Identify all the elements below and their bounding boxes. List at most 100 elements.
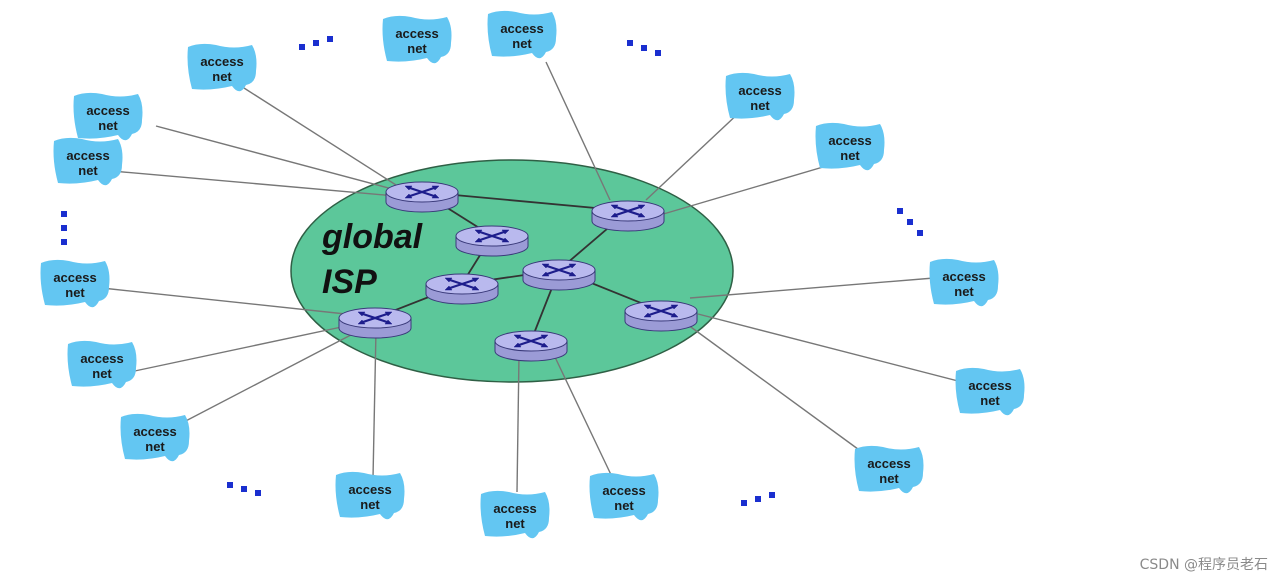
cloud-shape (120, 413, 190, 462)
access-net-label-line1: access (53, 270, 96, 285)
ellipsis-dot (241, 486, 247, 492)
access-net-label-line1: access (602, 483, 645, 498)
access-net-label-line1: access (66, 148, 109, 163)
access-net-label-line2: net (980, 393, 1000, 408)
ellipsis-dot (917, 230, 923, 236)
router-icon (494, 330, 568, 362)
ellipsis-dot-group (897, 208, 923, 236)
link-line (129, 321, 366, 373)
link-line (372, 329, 377, 479)
access-net-label-line1: access (867, 456, 910, 471)
ellipsis-dot (627, 40, 633, 46)
ellipsis-dot-group (741, 492, 775, 506)
ellipsis-dot (313, 40, 319, 46)
link-line (545, 61, 611, 201)
routers (338, 181, 698, 362)
access-net-label-line1: access (493, 501, 536, 516)
cloud-shape (854, 445, 924, 494)
router-icon (522, 259, 596, 291)
cloud-shape (73, 92, 143, 141)
link-line (516, 354, 520, 493)
isp-label-line1: global (321, 218, 424, 256)
access-net-label-line1: access (133, 424, 176, 439)
ellipsis-dot (255, 490, 261, 496)
ellipsis-dot (61, 225, 67, 231)
ellipsis-dot (61, 211, 67, 217)
link-line (553, 354, 615, 482)
ellipsis-dot (227, 482, 233, 488)
ellipsis-dot-group (227, 482, 261, 496)
access-links (101, 61, 963, 493)
link-line (659, 161, 841, 216)
cloud-shape (382, 15, 452, 64)
ellipsis-dot (655, 50, 661, 56)
router-icon (624, 300, 698, 332)
ellipsis-dot (897, 208, 903, 214)
link-line (683, 321, 863, 453)
access-net-label-line2: net (879, 471, 899, 486)
access-nets: accessnetaccessnetaccessnetaccessnetacce… (40, 10, 1025, 539)
access-net-label-line1: access (395, 26, 438, 41)
access-net-label-line2: net (407, 41, 427, 56)
access-net-label-line2: net (360, 497, 380, 512)
cloud-shape (187, 43, 257, 92)
ellipsis-dot-group (299, 36, 333, 50)
access-net-label-line2: net (750, 98, 770, 113)
ellipsis-dot (907, 219, 913, 225)
access-net-label-line1: access (968, 378, 1011, 393)
access-net-label-line2: net (212, 69, 232, 84)
access-net-label-line1: access (80, 351, 123, 366)
access-net-label-line2: net (98, 118, 118, 133)
cloud-shape (815, 122, 885, 171)
cloud-shape (67, 340, 137, 389)
ellipsis-dot (741, 500, 747, 506)
access-net-label-line1: access (828, 133, 871, 148)
link-line (177, 324, 371, 426)
ellipsis-dot (61, 239, 67, 245)
router-icon (385, 181, 459, 213)
access-net-label-line1: access (942, 269, 985, 284)
ellipsis-dot (327, 36, 333, 42)
ellipsis-dot (755, 496, 761, 502)
watermark: CSDN @程序员老石 (1139, 557, 1268, 573)
cloud-shape (40, 259, 110, 308)
ellipsis-dot (299, 44, 305, 50)
link-line (697, 313, 963, 383)
access-net-label-line1: access (500, 21, 543, 36)
cloud-shape (487, 10, 557, 59)
ellipsis-dot (641, 45, 647, 51)
access-net-label-line1: access (200, 54, 243, 69)
access-net-label-line2: net (505, 516, 525, 531)
access-net-label-line2: net (65, 285, 85, 300)
access-net-label-line1: access (86, 103, 129, 118)
router-icon (455, 225, 529, 257)
cloud-shape (725, 72, 795, 121)
access-net-label-line2: net (512, 36, 532, 51)
cloud-shape (480, 490, 550, 539)
ellipsis-dot-group (627, 40, 661, 56)
ellipsis-dot (769, 492, 775, 498)
router-icon (591, 200, 665, 232)
access-net-label-line1: access (738, 83, 781, 98)
link-line (101, 287, 356, 316)
access-net-label-line2: net (78, 163, 98, 178)
cloud-shape (929, 258, 999, 307)
ellipsis-dot-group (61, 211, 67, 245)
link-line (645, 109, 743, 201)
access-net-label-line2: net (145, 439, 165, 454)
